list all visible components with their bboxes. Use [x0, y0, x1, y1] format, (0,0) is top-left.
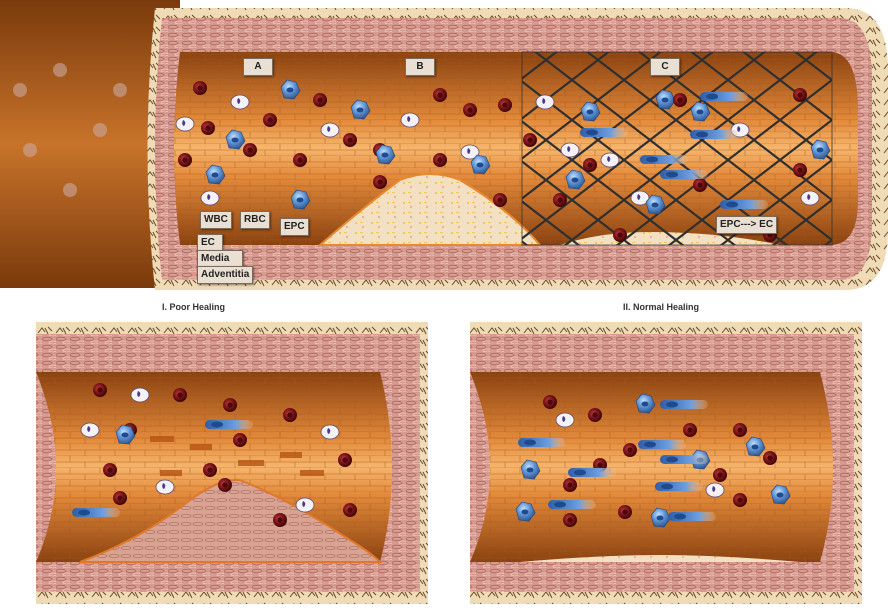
faded-cell: [93, 123, 107, 137]
section-label-c: C: [650, 58, 680, 76]
endothelial-cell: [660, 170, 708, 179]
normal-healing-title: II. Normal Healing: [623, 302, 699, 312]
section-label-b: B: [405, 58, 435, 76]
white-blood-cell: [176, 117, 194, 131]
red-blood-cell: [793, 88, 807, 102]
white-blood-cell: [131, 388, 149, 402]
red-blood-cell: [433, 88, 447, 102]
red-blood-cell: [713, 468, 727, 482]
endothelial-cell: [638, 440, 686, 449]
endothelial-cell: [660, 400, 708, 409]
red-blood-cell: [273, 513, 287, 527]
red-blood-cell: [343, 503, 357, 517]
endothelial-cell: [640, 155, 688, 164]
red-blood-cell: [613, 228, 627, 242]
endothelial-cell: [518, 438, 566, 447]
epc-to-ec-label: EPC---> EC: [716, 216, 777, 234]
white-blood-cell: [801, 191, 819, 205]
red-blood-cell: [563, 478, 577, 492]
red-blood-cell: [673, 93, 687, 107]
endothelial-cell: [580, 128, 628, 137]
red-blood-cell: [618, 505, 632, 519]
red-blood-cell: [588, 408, 602, 422]
endothelial-cell: [690, 130, 738, 139]
red-blood-cell: [433, 153, 447, 167]
endothelial-cell: [660, 455, 708, 464]
endothelial-cell: [700, 92, 748, 101]
red-blood-cell: [223, 398, 237, 412]
red-blood-cell: [623, 443, 637, 457]
epc-label: EPC: [280, 218, 309, 236]
red-blood-cell: [313, 93, 327, 107]
red-blood-cell: [103, 463, 117, 477]
red-blood-cell: [793, 163, 807, 177]
red-blood-cell: [263, 113, 277, 127]
white-blood-cell: [561, 143, 579, 157]
faded-cell: [113, 83, 127, 97]
red-blood-cell: [553, 193, 567, 207]
faded-cell: [23, 143, 37, 157]
endothelial-cell: [568, 468, 616, 477]
white-blood-cell: [706, 483, 724, 497]
endothelial-cell: [720, 200, 768, 209]
poor-healing-vessel: [36, 322, 428, 604]
red-blood-cell: [338, 453, 352, 467]
wbc-label: WBC: [200, 211, 232, 229]
faded-cell: [13, 83, 27, 97]
white-blood-cell: [556, 413, 574, 427]
red-blood-cell: [733, 423, 747, 437]
red-blood-cell: [201, 121, 215, 135]
endothelial-cell: [655, 482, 703, 491]
red-blood-cell: [233, 433, 247, 447]
white-blood-cell: [321, 425, 339, 439]
red-blood-cell: [543, 395, 557, 409]
white-blood-cell: [201, 191, 219, 205]
red-blood-cell: [493, 193, 507, 207]
red-blood-cell: [523, 133, 537, 147]
red-blood-cell: [203, 463, 217, 477]
red-blood-cell: [193, 81, 207, 95]
red-blood-cell: [113, 491, 127, 505]
white-blood-cell: [601, 153, 619, 167]
white-blood-cell: [321, 123, 339, 137]
top-vessel: [0, 0, 888, 290]
endothelial-cell: [72, 508, 120, 517]
faded-cell: [53, 63, 67, 77]
red-blood-cell: [563, 513, 577, 527]
white-blood-cell: [536, 95, 554, 109]
endothelial-cell: [205, 420, 253, 429]
red-blood-cell: [293, 153, 307, 167]
rbc-label: RBC: [240, 211, 270, 229]
red-blood-cell: [763, 451, 777, 465]
red-blood-cell: [343, 133, 357, 147]
red-blood-cell: [243, 143, 257, 157]
red-blood-cell: [583, 158, 597, 172]
red-blood-cell: [498, 98, 512, 112]
adventitia-layer-label: Adventitia: [197, 266, 253, 284]
red-blood-cell: [693, 178, 707, 192]
red-blood-cell: [173, 388, 187, 402]
white-blood-cell: [296, 498, 314, 512]
section-label-a: A: [243, 58, 273, 76]
endothelial-cell: [548, 500, 596, 509]
red-blood-cell: [463, 103, 477, 117]
white-blood-cell: [81, 423, 99, 437]
red-blood-cell: [218, 478, 232, 492]
white-blood-cell: [231, 95, 249, 109]
red-blood-cell: [93, 383, 107, 397]
poor-healing-title: I. Poor Healing: [162, 302, 225, 312]
endothelial-cell: [668, 512, 716, 521]
red-blood-cell: [683, 423, 697, 437]
red-blood-cell: [178, 153, 192, 167]
red-blood-cell: [283, 408, 297, 422]
red-blood-cell: [373, 175, 387, 189]
faded-cell: [63, 183, 77, 197]
white-blood-cell: [156, 480, 174, 494]
red-blood-cell: [733, 493, 747, 507]
white-blood-cell: [401, 113, 419, 127]
